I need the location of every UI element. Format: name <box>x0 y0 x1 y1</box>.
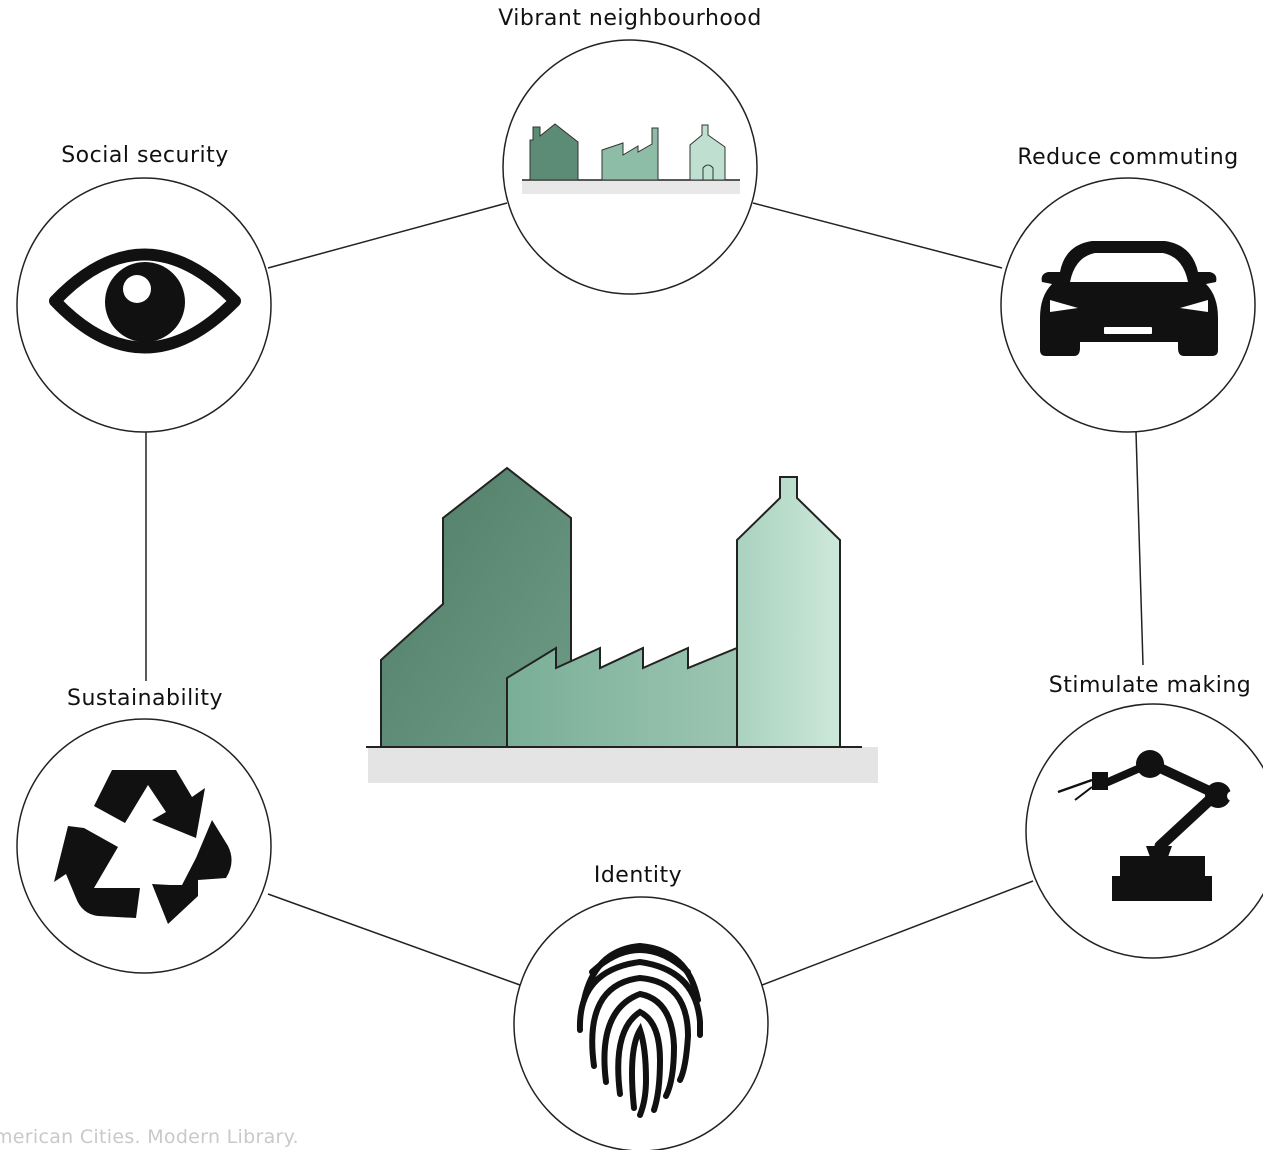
car-icon <box>1040 241 1218 356</box>
eye-icon <box>49 248 241 354</box>
robot-arm-icon <box>1057 750 1237 901</box>
footer-citation: merican Cities. Modern Library. <box>0 1126 299 1148</box>
label-reduce-commuting: Reduce commuting <box>1017 145 1239 170</box>
label-stimulate-making: Stimulate making <box>1048 673 1252 698</box>
house-factory-house-icon <box>522 123 740 194</box>
recycle-icon <box>54 770 232 924</box>
label-sustainability: Sustainability <box>67 686 223 711</box>
sawtooth-factory <box>506 646 738 748</box>
factory-buildings-illustration <box>366 466 878 783</box>
node-circle-making <box>1025 703 1263 959</box>
connector-vibrant-commuting <box>752 202 1003 269</box>
connector-security-vibrant <box>267 202 508 269</box>
label-social-security: Social security <box>61 143 229 168</box>
connector-commuting-making <box>1135 431 1144 666</box>
fingerprint-icon <box>576 942 703 1118</box>
connector-making-identity <box>761 880 1034 986</box>
label-vibrant-neighbourhood: Vibrant neighbourhood <box>498 6 762 31</box>
node-circle-sustainability <box>16 718 272 974</box>
label-identity: Identity <box>593 863 683 888</box>
connector-identity-sustainability <box>267 893 521 986</box>
tall-house <box>736 476 841 748</box>
ground-strip <box>368 747 878 783</box>
connector-lines <box>145 202 1144 986</box>
